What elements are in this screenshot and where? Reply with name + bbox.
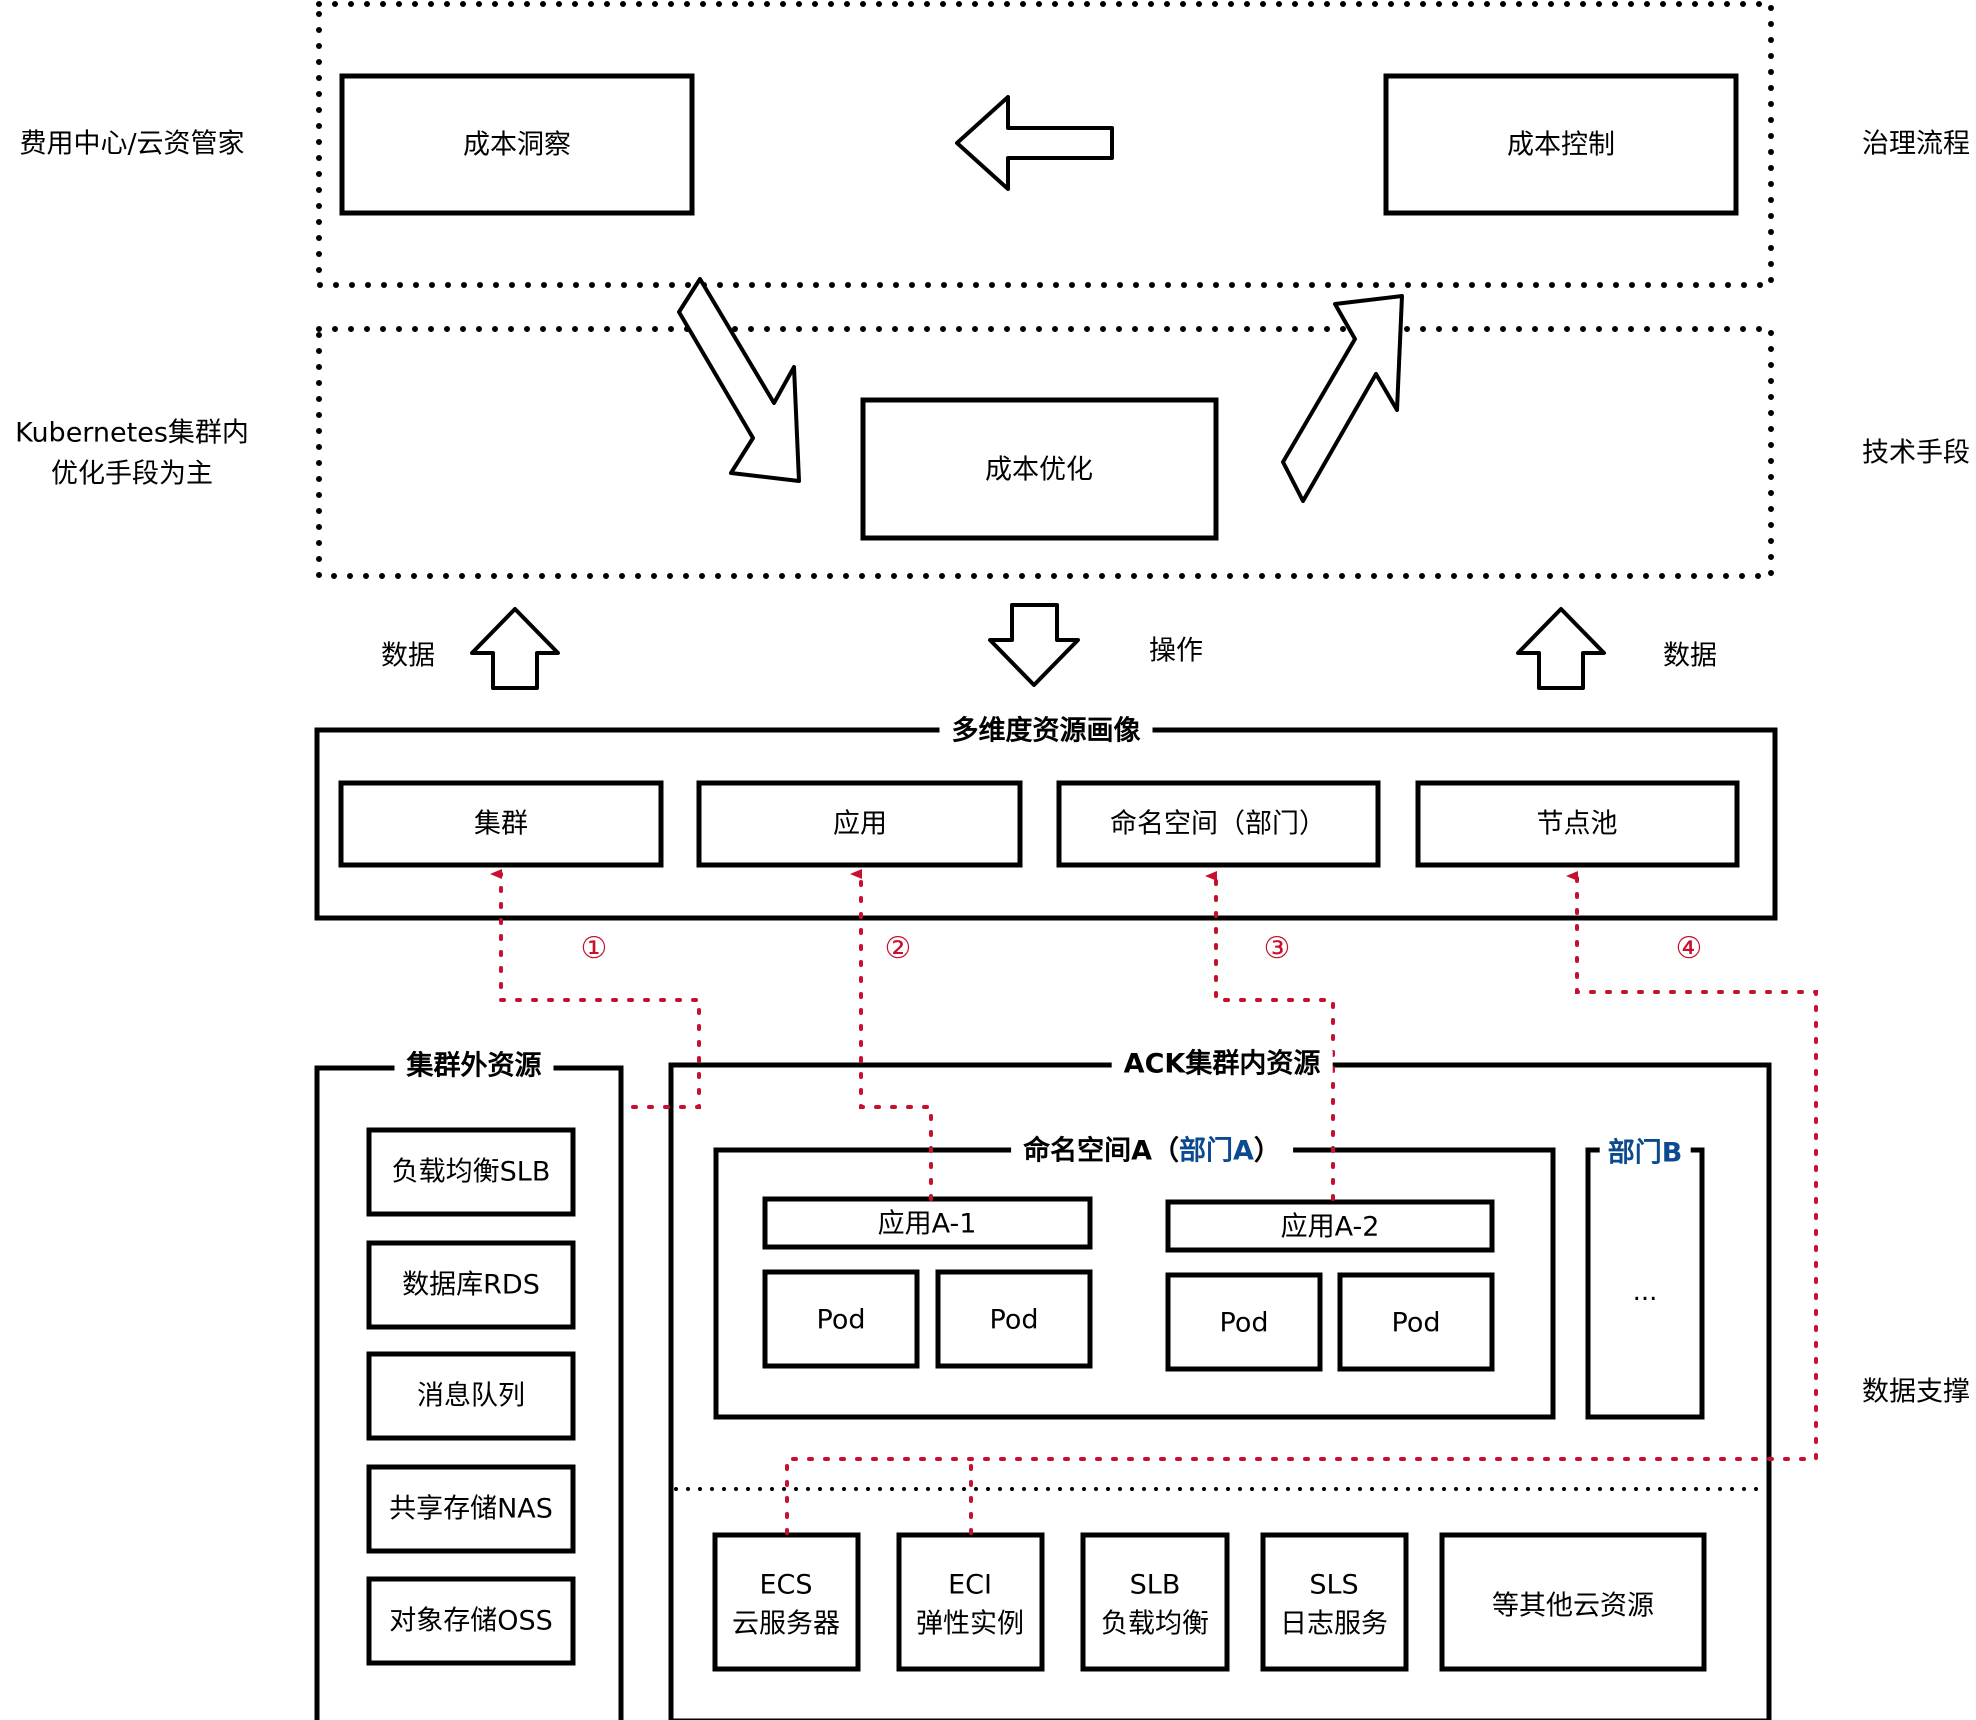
profile-dimension-app [696, 780, 1023, 868]
namespace-a-title-prefix: 命名空间A（ [1023, 1135, 1179, 1167]
data-path-2 [850, 869, 933, 1201]
pod-box [1165, 1272, 1323, 1372]
arrow-up-icon [1516, 607, 1606, 690]
arrow-up-icon [470, 607, 560, 690]
external-item-label: 负载均衡SLB [391, 1156, 551, 1188]
cost-control-label: 成本控制 [1507, 129, 1615, 161]
cloud-resource-line1: ECI [948, 1569, 992, 1601]
profile-dimension-cluster [338, 780, 664, 868]
marker-2: ② [884, 931, 912, 966]
cloud-resource-line1: 等其他云资源 [1492, 1590, 1654, 1622]
cost-insight-box [339, 73, 695, 216]
external-item-label: 数据库RDS [402, 1269, 540, 1301]
marker-4: ④ [1675, 931, 1703, 966]
pod-label: Pod [816, 1304, 866, 1336]
pod-box [762, 1269, 920, 1369]
external-resources-title: 集群外资源 [394, 1052, 554, 1080]
ack-resources-title: ACK集群内资源 [1111, 1050, 1333, 1078]
external-item-box [366, 1464, 576, 1554]
cloud-resource-box [1439, 1532, 1707, 1672]
dept-b-title: 部门B [1599, 1139, 1691, 1167]
marker-1: ① [580, 931, 608, 966]
pod-label: Pod [1391, 1307, 1441, 1339]
cloud-resource-line1: SLB [1129, 1569, 1181, 1601]
label-k8s-line2: 优化手段为主 [51, 458, 213, 490]
cost-optimization-box [860, 397, 1219, 541]
profile-dimension-label: 集群 [474, 808, 528, 840]
governance-region [316, 1, 1774, 288]
namespace-a-title: 命名空间A（部门A） [1011, 1135, 1293, 1167]
flow-label-data-right: 数据 [1663, 640, 1717, 672]
cost-insight-label: 成本洞察 [463, 129, 571, 161]
label-governance-process: 治理流程 [1862, 128, 1970, 160]
pod-box [935, 1269, 1093, 1369]
flow-label-data-left: 数据 [381, 640, 435, 672]
arrow-up-right-icon [1281, 294, 1404, 503]
data-path-4 [785, 871, 1818, 1535]
external-item-label: 共享存储NAS [389, 1493, 553, 1525]
profile-dimension-label: 命名空间（部门） [1110, 808, 1326, 840]
cost-control-box [1383, 73, 1739, 216]
cloud-resource-box [896, 1532, 1045, 1672]
external-item-box [366, 1240, 576, 1330]
app-a1-box [762, 1196, 1093, 1250]
arrow-left-icon [955, 95, 1114, 191]
pod-label: Pod [1219, 1307, 1269, 1339]
cloud-resource-line2: 云服务器 [732, 1608, 840, 1640]
flow-label-operation: 操作 [1149, 635, 1203, 667]
cloud-resource-box [1080, 1532, 1230, 1672]
namespace-a-title-suffix: ） [1253, 1135, 1281, 1167]
label-data-support: 数据支撑 [1862, 1376, 1970, 1408]
cloud-resource-line2: 弹性实例 [916, 1608, 1024, 1640]
external-item-label: 对象存储OSS [389, 1605, 553, 1637]
dept-b-ellipsis: ... [1632, 1277, 1658, 1307]
app-a2-box [1165, 1199, 1495, 1253]
label-k8s-line1: Kubernetes集群内 [15, 417, 249, 449]
cloud-resource-line2: 负载均衡 [1101, 1608, 1209, 1640]
label-billing-center: 费用中心/云资管家 [19, 128, 245, 160]
cloud-resource-line2: 日志服务 [1280, 1608, 1388, 1640]
namespace-a-dept: 部门A [1179, 1135, 1254, 1167]
external-item-box [366, 1127, 576, 1217]
data-path-3 [1205, 871, 1335, 1201]
pod-label: Pod [989, 1304, 1039, 1336]
profile-dimension-namespace [1056, 780, 1381, 868]
arrow-down-right-icon [677, 277, 801, 483]
external-item-box [366, 1351, 576, 1441]
profile-title: 多维度资源画像 [939, 717, 1153, 745]
app-a1-label: 应用A-1 [877, 1208, 977, 1240]
profile-dimension-label: 节点池 [1536, 808, 1618, 840]
cloud-resource-box [712, 1532, 861, 1672]
arrow-down-icon [988, 603, 1080, 687]
marker-3: ③ [1263, 931, 1291, 966]
cloud-resource-line1: ECS [759, 1569, 813, 1601]
profile-dimension-nodepool [1415, 780, 1740, 868]
pod-box [1337, 1272, 1495, 1372]
external-item-box [366, 1576, 576, 1666]
cost-optimization-label: 成本优化 [985, 454, 1093, 486]
label-technical-means: 技术手段 [1862, 437, 1970, 469]
profile-dimension-label: 应用 [833, 808, 887, 840]
cloud-resource-box [1260, 1532, 1409, 1672]
app-a2-label: 应用A-2 [1280, 1211, 1380, 1243]
cloud-resource-line1: SLS [1309, 1569, 1359, 1601]
external-item-label: 消息队列 [417, 1380, 525, 1412]
